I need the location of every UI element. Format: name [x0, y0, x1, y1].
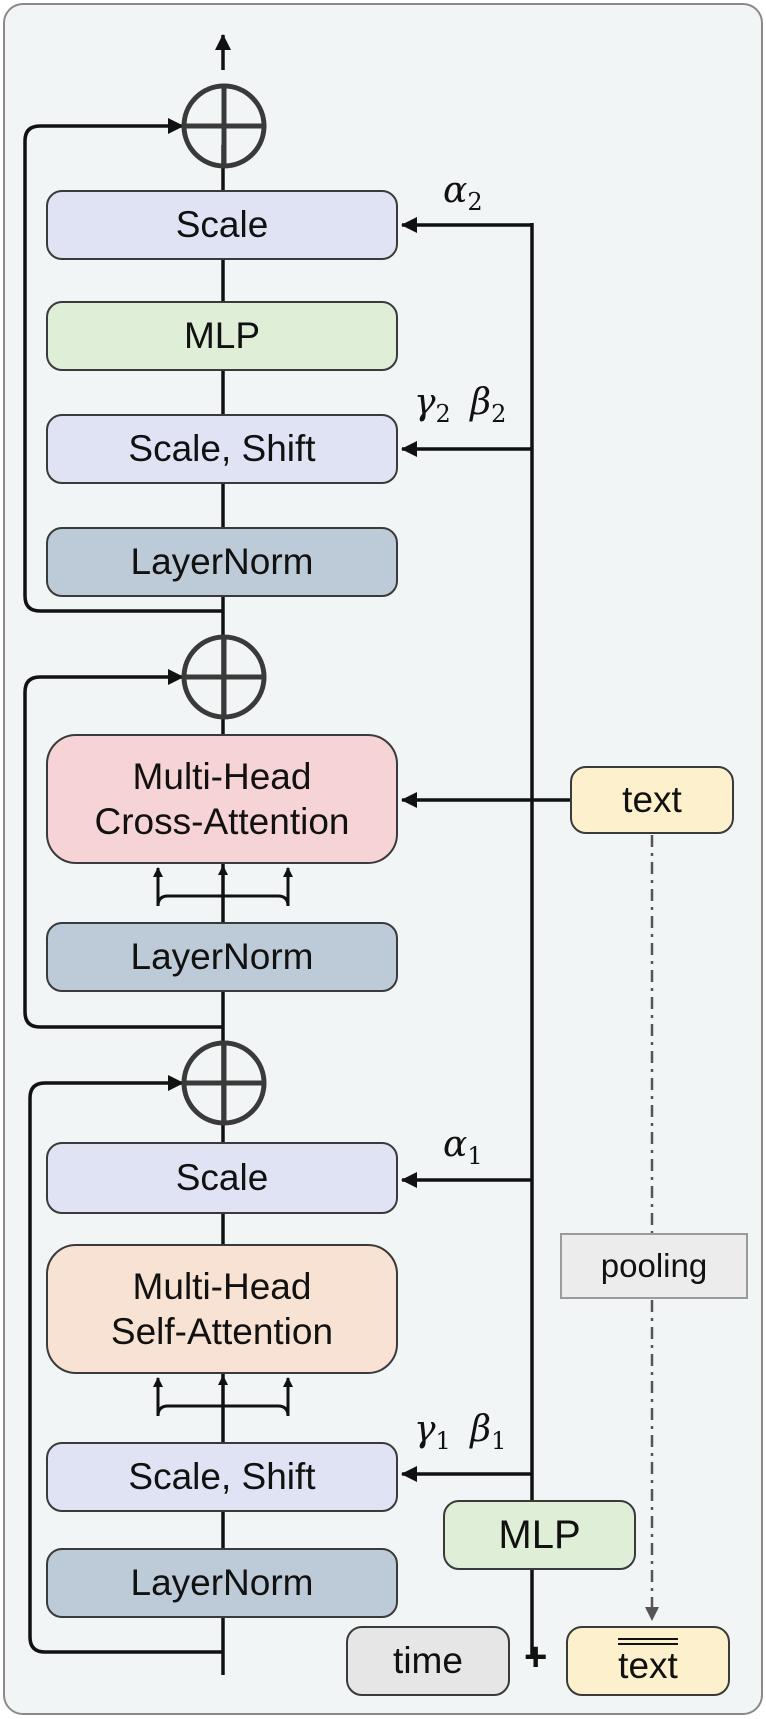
- layernorm-block-mid-label: LayerNorm: [130, 936, 314, 978]
- alpha2-symbol: α: [443, 170, 468, 211]
- self-attention-line1: Multi-Head: [132, 1265, 312, 1307]
- pooled-text-block: text: [566, 1626, 730, 1696]
- gamma2-subscript: 2: [435, 400, 451, 429]
- text-input-label: text: [622, 779, 682, 821]
- scale-shift-block-top-label: Scale, Shift: [128, 428, 316, 470]
- beta1-symbol: β: [470, 1409, 492, 1450]
- residual-skip-bottom: [28, 1075, 223, 1654]
- gamma1-beta1-label: γ1 β1: [414, 1409, 506, 1455]
- scale-shift-block-top: Scale, Shift: [46, 414, 398, 484]
- residual-add-bottom-icon: [181, 1040, 267, 1126]
- residual-skip-top: [23, 118, 223, 613]
- alpha1-label: α1: [443, 1124, 483, 1170]
- cross-attention-line2: Cross-Attention: [94, 801, 350, 842]
- pooled-text-value: text: [618, 1643, 678, 1686]
- gamma1-symbol: γ: [414, 1409, 436, 1450]
- alpha2-subscript: 2: [467, 188, 483, 217]
- scale-block-top-label: Scale: [175, 204, 269, 246]
- alpha1-symbol: α: [443, 1124, 468, 1165]
- time-input-block: time: [346, 1626, 510, 1696]
- cross-attention-block: Multi-Head Cross-Attention: [46, 734, 398, 864]
- residual-add-middle-icon: [181, 634, 267, 720]
- plus-sign: +: [524, 1635, 548, 1679]
- mlp-block-top-label: MLP: [183, 315, 261, 357]
- scale-shift-block-bottom-label: Scale, Shift: [128, 1456, 316, 1498]
- mlp-block-conditioning: MLP: [443, 1500, 636, 1570]
- pooled-text-label: text: [618, 1638, 678, 1684]
- layernorm-block-bottom: LayerNorm: [46, 1548, 398, 1618]
- alpha1-subscript: 1: [467, 1142, 483, 1171]
- scale-block-top: Scale: [46, 190, 398, 260]
- pooling-label: pooling: [600, 1246, 708, 1284]
- beta2-subscript: 2: [491, 400, 507, 429]
- gamma1-subscript: 1: [435, 1427, 451, 1456]
- layernorm-block-bottom-label: LayerNorm: [130, 1562, 314, 1604]
- layernorm-block-top: LayerNorm: [46, 527, 398, 597]
- self-attention-line2: Self-Attention: [110, 1311, 334, 1352]
- beta2-symbol: β: [470, 382, 492, 423]
- scale-block-bottom-label: Scale: [175, 1157, 269, 1199]
- mlp-block-top: MLP: [46, 301, 398, 371]
- pooling-block: pooling: [560, 1233, 748, 1299]
- residual-skip-middle: [23, 669, 223, 1029]
- self-attention-block: Multi-Head Self-Attention: [46, 1244, 398, 1374]
- gamma2-beta2-label: γ2 β2: [414, 382, 506, 428]
- scale-block-bottom: Scale: [46, 1142, 398, 1214]
- layernorm-block-top-label: LayerNorm: [130, 541, 314, 583]
- scale-shift-block-bottom: Scale, Shift: [46, 1442, 398, 1512]
- alpha2-label: α2: [443, 170, 483, 216]
- gamma2-symbol: γ: [414, 382, 436, 423]
- beta1-subscript: 1: [491, 1427, 507, 1456]
- layernorm-block-mid: LayerNorm: [46, 922, 398, 992]
- mlp-conditioning-label: MLP: [498, 1512, 581, 1557]
- cross-attention-line1: Multi-Head: [132, 755, 312, 797]
- time-input-label: time: [393, 1640, 463, 1682]
- text-input-block: text: [570, 766, 734, 834]
- residual-add-top-icon: [181, 83, 267, 169]
